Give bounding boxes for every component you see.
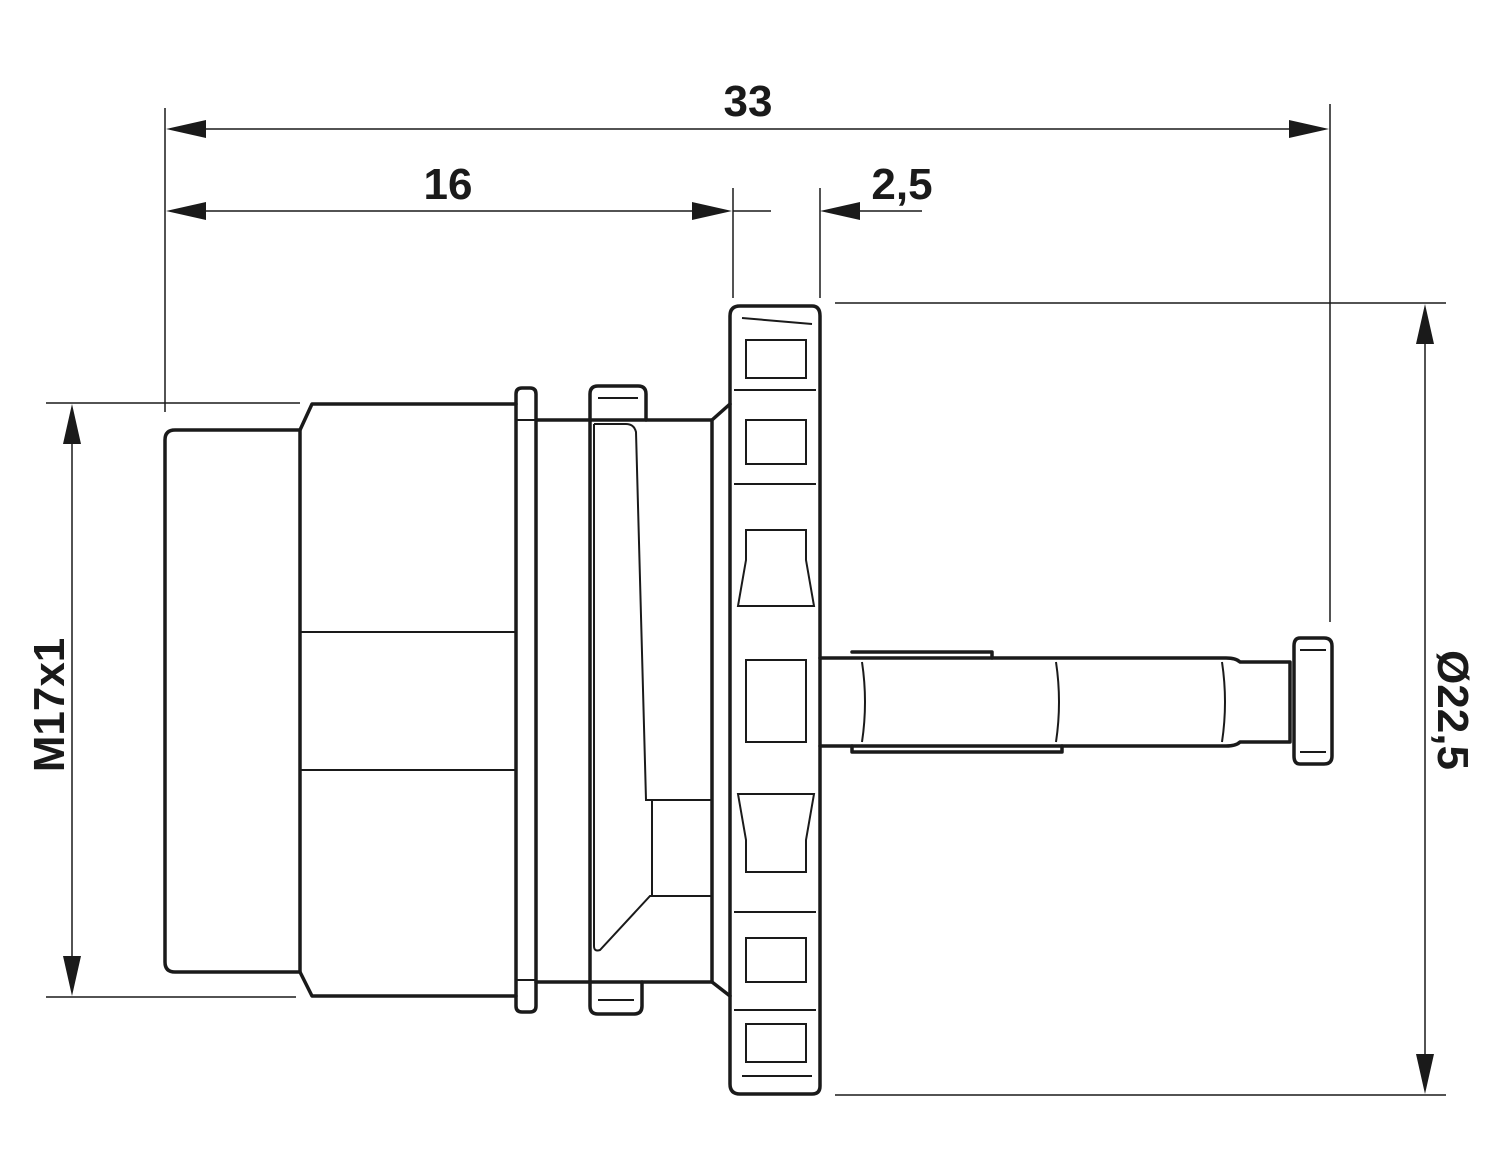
dimension-thread: M17x1 (25, 404, 81, 996)
dimension-label-front-length: 16 (424, 160, 473, 209)
extension-lines (46, 104, 1446, 1096)
dimension-front-length: 16 (166, 160, 732, 220)
connector-body (163, 384, 732, 1016)
dimension-label-flange-diameter: Ø22,5 (1428, 650, 1477, 770)
rear-pin (818, 636, 1334, 766)
dimension-label-thread: M17x1 (25, 638, 74, 773)
dimension-overall-length: 33 (166, 77, 1329, 138)
knurl-pattern (734, 317, 816, 1077)
knurled-flange (728, 304, 822, 1096)
dimension-label-flange-thickness: 2,5 (871, 160, 932, 209)
dimension-flange-thickness: 2,5 (733, 160, 933, 220)
dimension-label-overall-length: 33 (724, 77, 773, 126)
dimension-flange-diameter: Ø22,5 (1416, 304, 1477, 1094)
